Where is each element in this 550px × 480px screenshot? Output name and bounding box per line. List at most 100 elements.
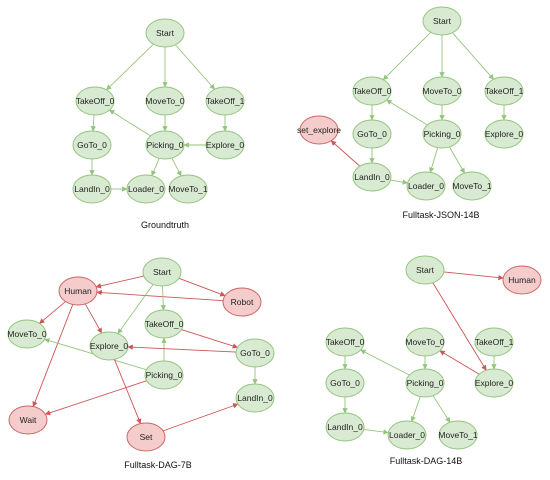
- node-takeoff1: TakeOff_1: [474, 327, 514, 357]
- edge-landin0-to-setexplore: [330, 140, 361, 167]
- node-explore0: Explore_0: [474, 368, 514, 398]
- edge-human-to-wait: [32, 304, 74, 408]
- edge-picking0-to-loader0: [429, 147, 439, 173]
- node-label: Start: [433, 16, 452, 26]
- edge-picking0-to-takeoff0: [108, 109, 151, 137]
- node-shape: [405, 327, 445, 357]
- node-label: TakeOff_0: [353, 86, 392, 96]
- node-label: MoveTo_0: [422, 86, 461, 96]
- edges-layer: [32, 31, 507, 435]
- node-label: MoveTo_1: [438, 430, 477, 440]
- node-landin0: LandIn_0: [72, 174, 112, 204]
- node-label: Loader_0: [128, 184, 164, 194]
- node-landin0: LandIn_0: [325, 412, 365, 442]
- edge-start-to-human: [95, 275, 144, 289]
- edge-start-to-takeoff0: [106, 43, 154, 91]
- edge-takeoff0-to-goto0: [181, 329, 239, 349]
- node-label: Human: [64, 286, 92, 296]
- node-wait: Wait: [8, 405, 48, 435]
- node-label: Start: [153, 267, 172, 277]
- node-takeoff0: TakeOff_0: [75, 86, 115, 116]
- node-label: Loader_0: [389, 430, 425, 440]
- node-moveto1: MoveTo_1: [452, 171, 492, 201]
- node-start: Start: [142, 257, 182, 287]
- edge-set-to-landin0: [162, 403, 239, 432]
- node-moveto0: MoveTo_0: [145, 86, 185, 116]
- edge-start-to-explore0: [117, 284, 154, 335]
- node-label: Explore_0: [90, 341, 129, 351]
- edge-picking0-to-moveto1: [449, 146, 465, 174]
- node-shape: [387, 420, 427, 450]
- node-label: GoTo_0: [77, 140, 107, 150]
- node-goto0: GoTo_0: [72, 130, 112, 160]
- node-label: Start: [156, 28, 175, 38]
- node-shape: [502, 265, 542, 295]
- node-label: Picking_0: [407, 378, 444, 388]
- node-takeoff1: TakeOff_1: [205, 86, 245, 116]
- node-label: LandIn_0: [354, 172, 390, 182]
- node-shape: [145, 86, 185, 116]
- panel-caption: Fulltask-DAG-14B: [390, 456, 463, 466]
- node-shape: [299, 115, 339, 145]
- node-label: Robot: [231, 297, 254, 307]
- edge-start-to-takeoff0: [382, 31, 432, 81]
- node-label: LandIn_0: [327, 422, 363, 432]
- node-loader0: Loader_0: [126, 174, 166, 204]
- node-label: GoTo_0: [330, 378, 360, 388]
- node-label: MoveTo_0: [405, 337, 444, 347]
- edge-picking0-to-wait: [44, 380, 147, 416]
- node-takeoff1: TakeOff_1: [484, 76, 524, 106]
- node-label: Wait: [20, 415, 37, 425]
- node-shape: [438, 420, 478, 450]
- node-shape: [144, 360, 184, 390]
- edge-robot-to-human: [96, 289, 224, 302]
- node-shape: [422, 119, 462, 149]
- node-label: Explore_0: [485, 129, 524, 139]
- node-label: Explore_0: [206, 140, 245, 150]
- edge-takeoff0-to-goto0: [90, 114, 96, 132]
- edge-human-to-moveto0: [39, 301, 66, 324]
- node-takeoff0: TakeOff_0: [144, 309, 184, 339]
- node-shape: [72, 130, 112, 160]
- node-label: TakeOff_0: [326, 337, 365, 347]
- node-label: TakeOff_1: [206, 96, 245, 106]
- node-label: set_explore: [297, 125, 341, 135]
- node-goto0: GoTo_0: [325, 368, 365, 398]
- node-label: TakeOff_0: [145, 319, 184, 329]
- node-landin0: LandIn_0: [235, 383, 275, 413]
- node-shape: [144, 309, 184, 339]
- node-shape: [325, 368, 365, 398]
- node-label: Picking_0: [146, 370, 183, 380]
- node-label: Explore_0: [475, 378, 514, 388]
- node-shape: [474, 368, 514, 398]
- node-label: Picking_0: [424, 129, 461, 139]
- node-label: Loader_0: [408, 181, 444, 191]
- node-shape: [406, 171, 446, 201]
- node-picking0: Picking_0: [144, 360, 184, 390]
- node-shape: [484, 119, 524, 149]
- node-explore0: Explore_0: [205, 130, 245, 160]
- edge-picking0-to-moveto1: [171, 157, 182, 177]
- node-shape: [7, 319, 47, 349]
- node-explore0: Explore_0: [89, 331, 129, 361]
- diagram-panel: [342, 271, 504, 435]
- node-takeoff0: TakeOff_0: [352, 76, 392, 106]
- panel-caption: Groundtruth: [141, 220, 189, 230]
- edge-picking0-to-loader0: [410, 396, 421, 422]
- node-shape: [405, 255, 445, 285]
- panel-caption: Fulltask-DAG-7B: [124, 460, 192, 470]
- node-shape: [352, 76, 392, 106]
- edge-start-to-takeoff0: [160, 285, 166, 311]
- node-set: Set: [126, 422, 166, 452]
- edge-picking0-to-takeoff0: [386, 99, 428, 126]
- node-shape: [58, 276, 98, 306]
- node-shape: [484, 76, 524, 106]
- edge-start-to-explore0: [432, 282, 487, 371]
- node-shape: [422, 76, 462, 106]
- node-label: MoveTo_1: [452, 181, 491, 191]
- node-label: LandIn_0: [237, 393, 273, 403]
- panel-caption: Fulltask-JSON-14B: [402, 210, 479, 220]
- node-shape: [352, 162, 392, 192]
